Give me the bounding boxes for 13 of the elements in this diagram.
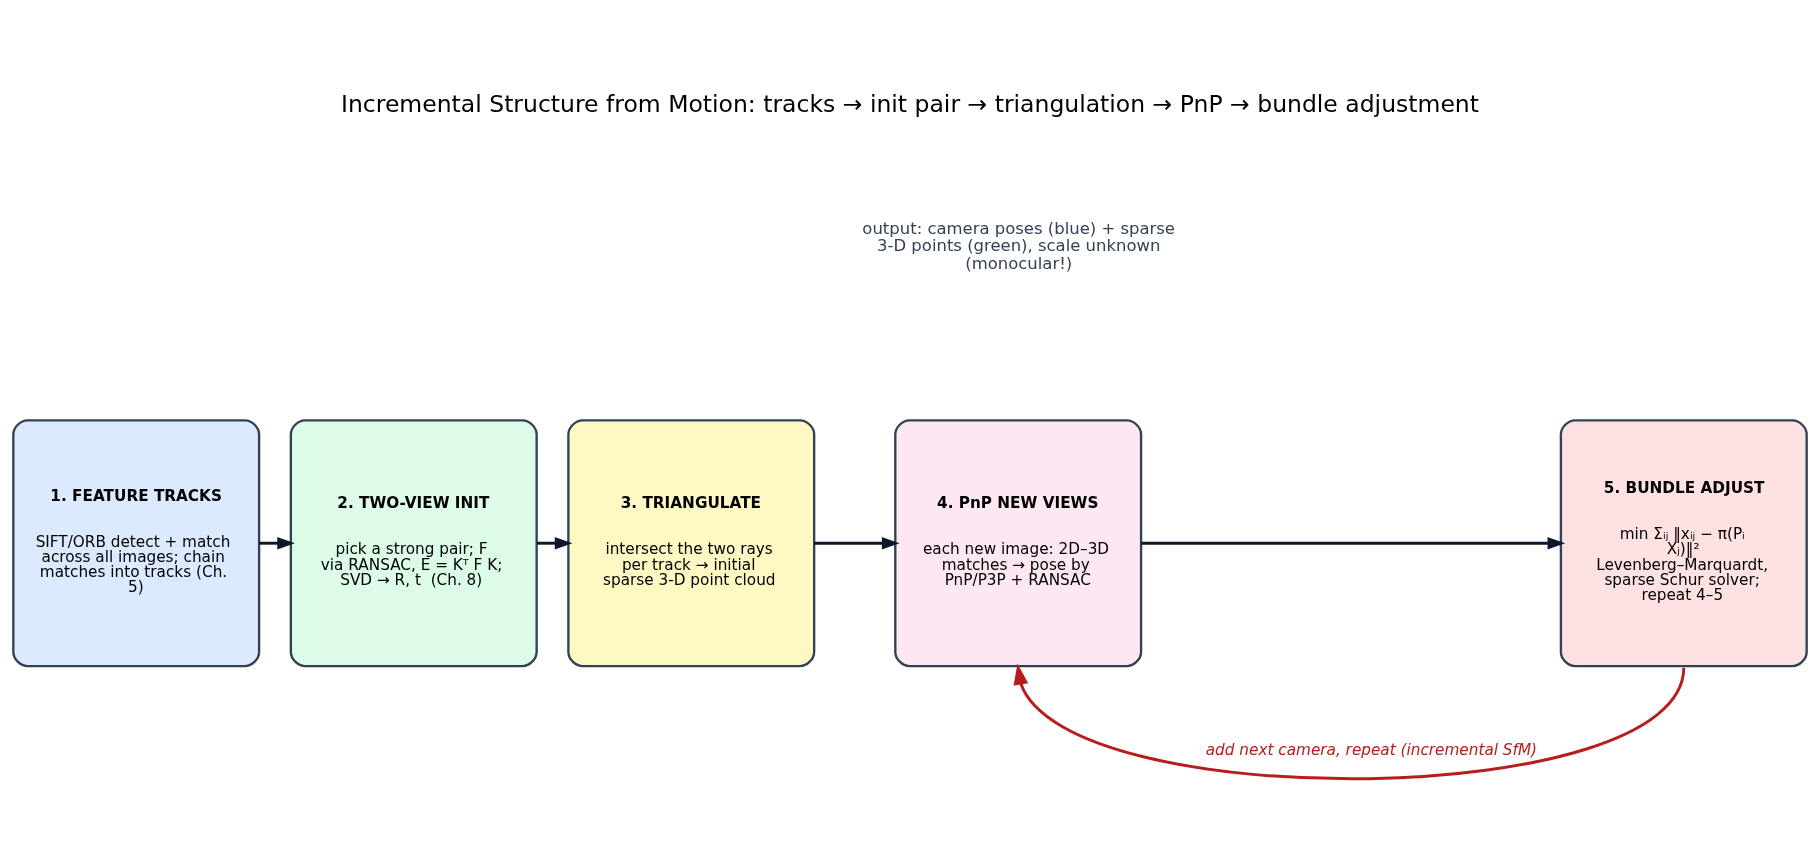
arrow — [1141, 537, 1566, 550]
diagram-title: Incremental Structure from Motion: tracks → init pair → triangulation → PnP → bundle adjustment — [341, 90, 1479, 119]
label: output: camera poses (blue) + sparse 3-D points (green), scale unknown (monocular!) — [862, 218, 1175, 273]
arrow — [536, 537, 573, 550]
node-box: 5. BUNDLE ADJUST min Σᵢⱼ ‖xᵢⱼ − π(Pᵢ Xⱼ)‖² Levenberg–Marquardt, sparse Schur solver; repeat 4–5 — [1559, 419, 1808, 668]
arrow — [1013, 663, 1686, 781]
arrow — [814, 537, 900, 550]
arrow — [259, 537, 295, 550]
node-box: 2. TWO-VIEW INIT pick a strong pair; F via RANSAC, E = Kᵀ F K; SVD → R, t (Ch. 8) — [289, 419, 538, 668]
node-box: 4. PnP NEW VIEWS each new image: 2D–3D matches → pose by PnP/P3P + RANSAC — [894, 419, 1143, 668]
node-box: 3. TRIANGULATE intersect the two rays per track → initial sparse 3-D point cloud — [567, 419, 816, 668]
node-box: 1. FEATURE TRACKS SIFT/ORB detect + match across all images; chain matches into tracks (Ch. 5) — [12, 419, 261, 668]
edge-label: add next camera, repeat (incremental SfM) — [1205, 741, 1538, 760]
